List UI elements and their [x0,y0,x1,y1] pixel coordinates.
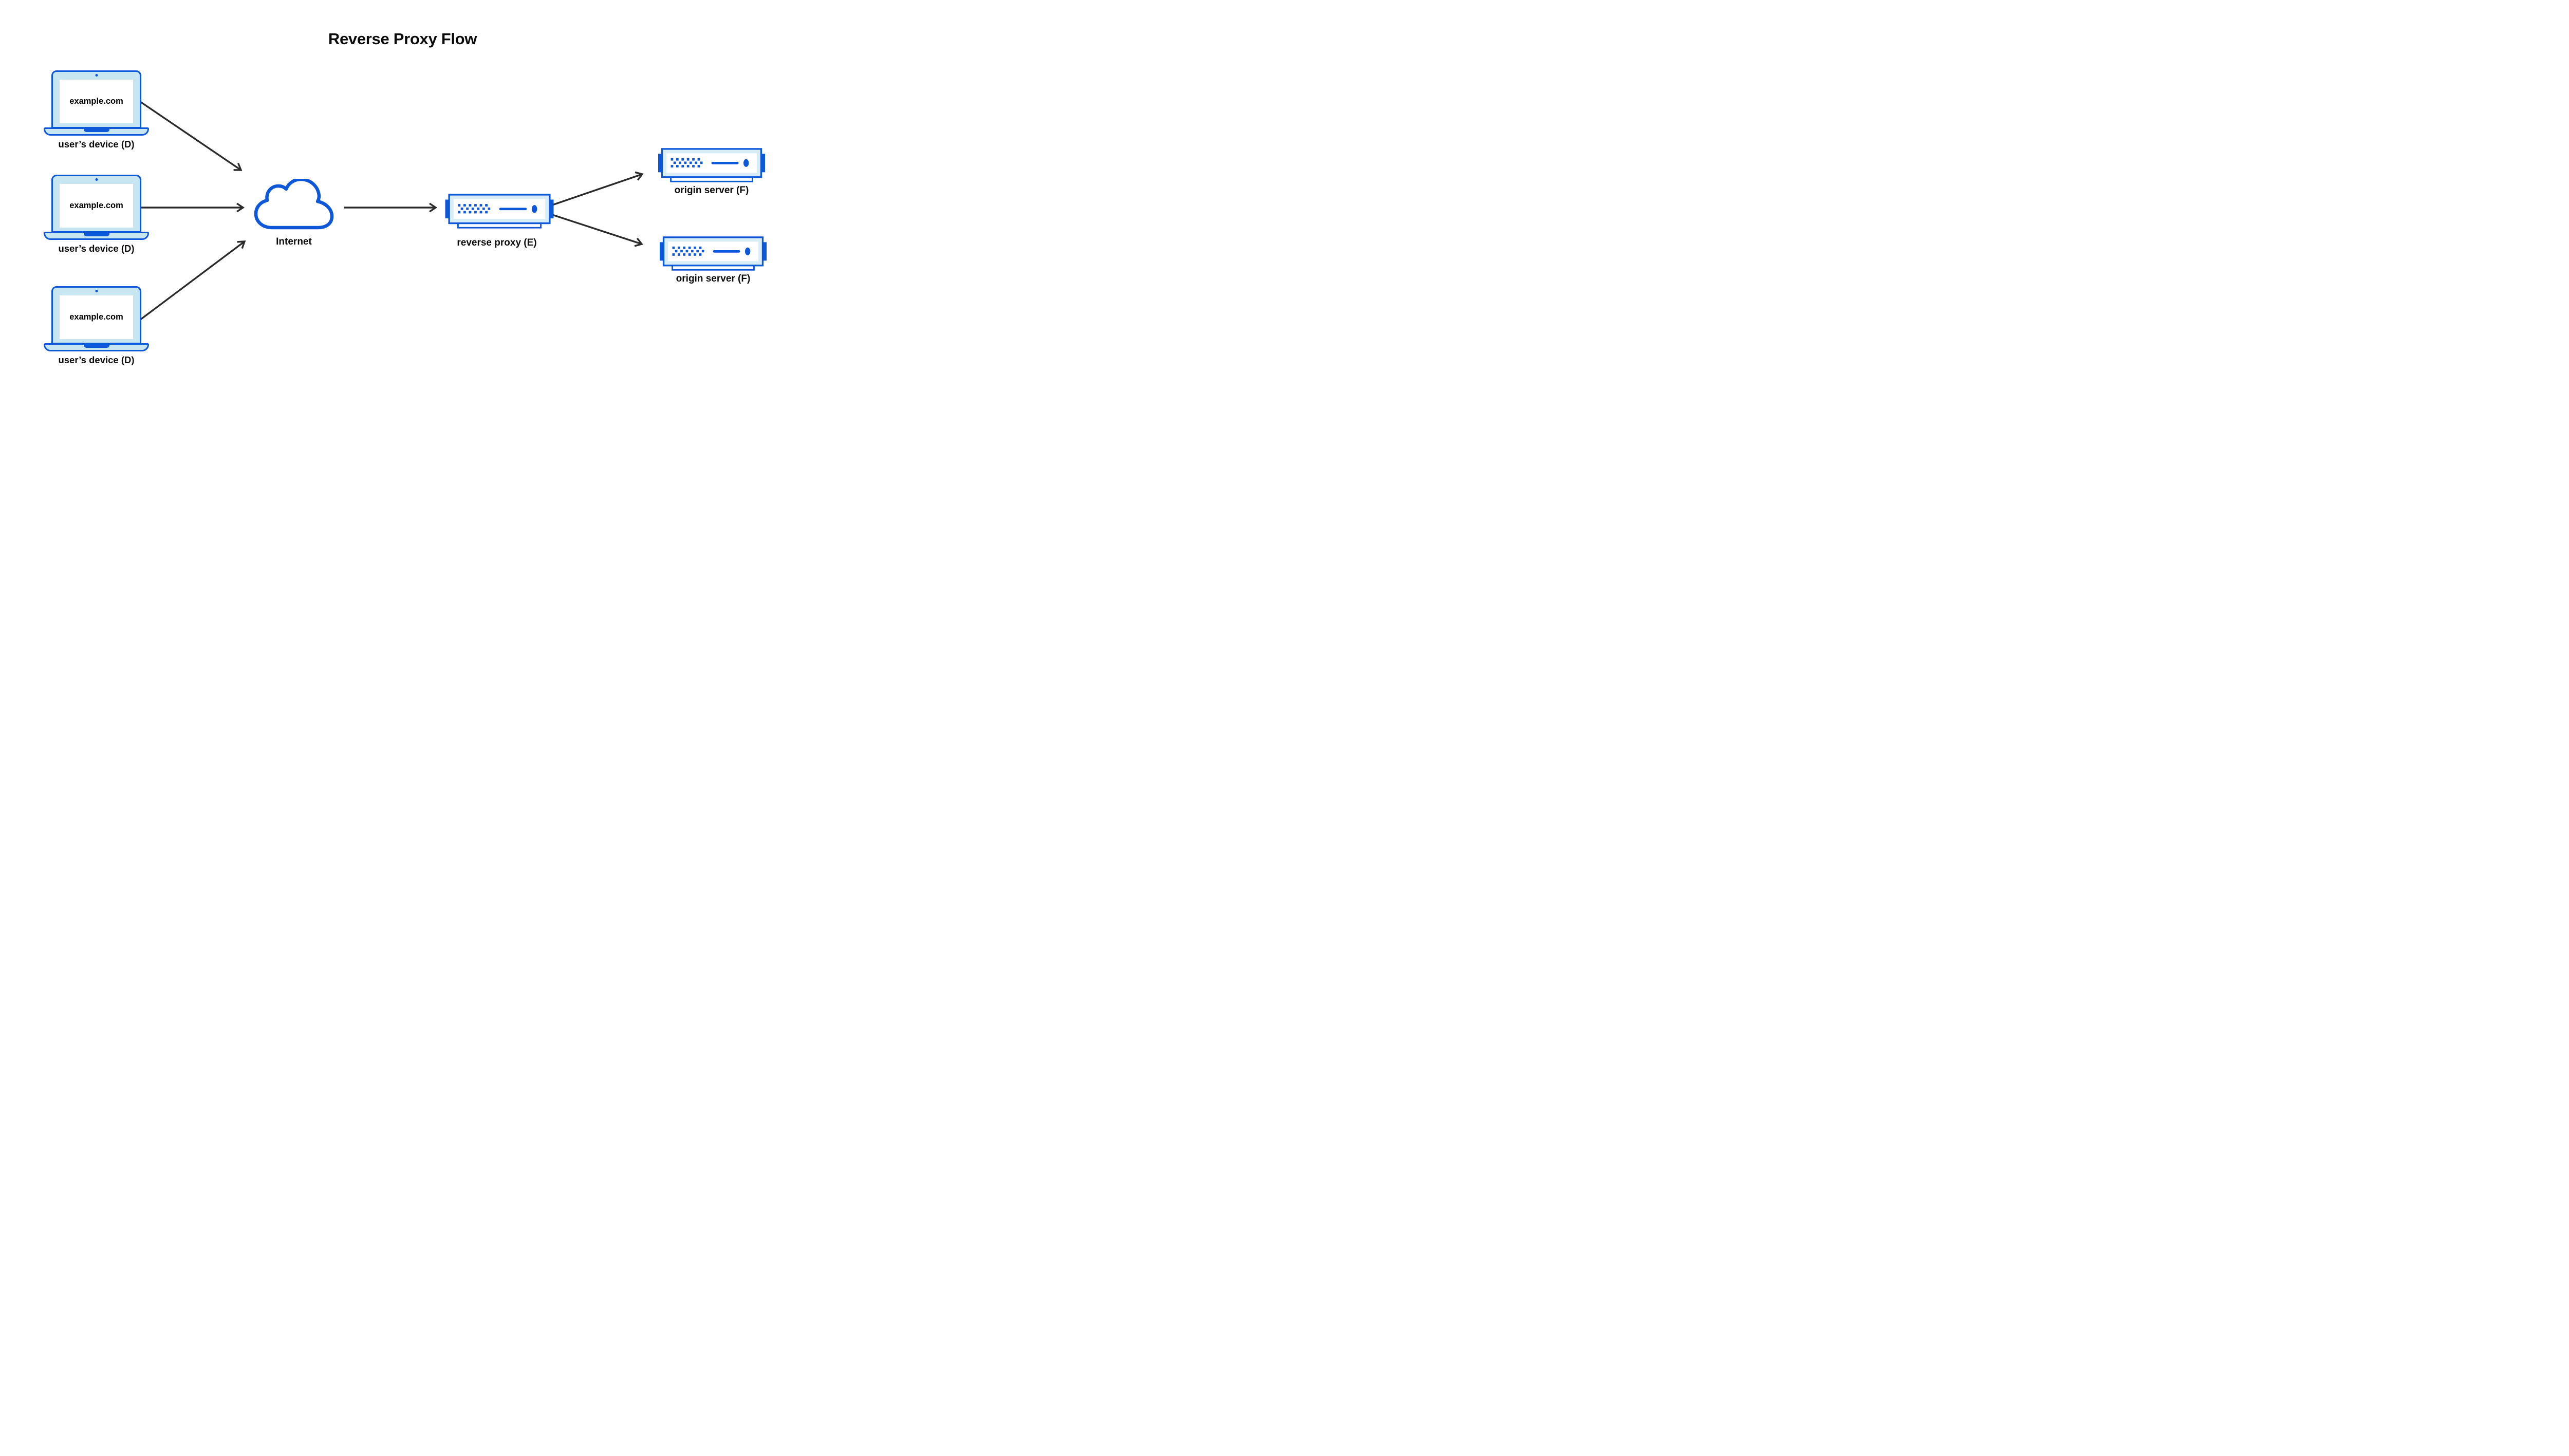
webcam-dot-icon [95,290,98,292]
origin-server-icon-2 [659,236,767,272]
diagram-title: Reverse Proxy Flow [328,30,477,48]
reverse-proxy-label: reverse proxy (E) [457,237,537,248]
origin-server-label-1: origin server (F) [674,185,749,196]
internet-label: Internet [276,236,312,247]
laptop-base [44,343,149,351]
device-caption: user’s device (D) [58,354,135,365]
user-device-node-3: example.com user’s device (D) [44,286,149,371]
cloud-icon [254,179,334,230]
user-device-node-2: example.com user’s device (D) [44,175,149,259]
user-device-node-1: example.com user’s device (D) [44,70,149,155]
webcam-dot-icon [95,74,98,77]
flow-arrow-reverse-proxy-to-origin-1 [552,171,644,206]
laptop-icon: example.com [51,70,141,128]
webcam-dot-icon [95,178,98,181]
laptop-screen: example.com [60,295,133,339]
diagram-canvas: Reverse Proxy Flow example.com user’s de… [0,0,805,402]
flow-arrow-device-1-to-internet [140,101,243,171]
laptop-screen: example.com [60,80,133,123]
reverse-proxy-icon [445,194,554,230]
laptop-base [44,127,149,136]
laptop-notch [83,129,109,132]
laptop-notch [83,233,109,236]
device-caption: user’s device (D) [58,243,135,254]
laptop-base [44,232,149,240]
laptop-icon: example.com [51,286,141,344]
laptop-icon: example.com [51,175,141,233]
internet-node: Internet [253,179,335,248]
laptop-screen: example.com [60,184,133,228]
device-caption: user’s device (D) [58,139,135,150]
flow-arrow-reverse-proxy-to-origin-2 [552,214,643,247]
device-screen-label: example.com [69,97,123,106]
laptop-notch [83,345,109,348]
origin-server-icon-1 [658,148,766,184]
device-screen-label: example.com [69,201,123,210]
device-screen-label: example.com [69,312,123,322]
origin-server-label-2: origin server (F) [676,273,751,284]
